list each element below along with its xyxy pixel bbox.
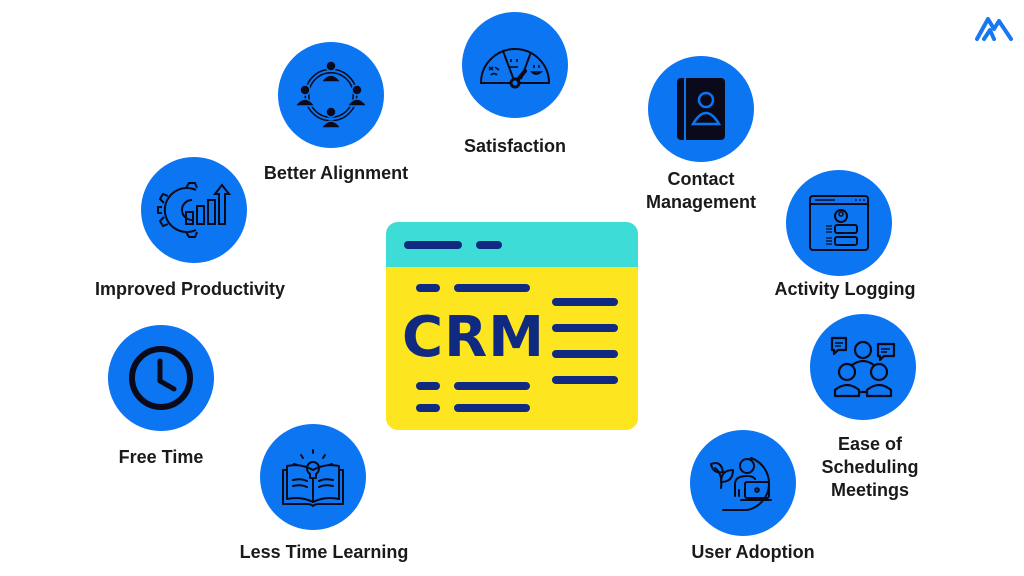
ease-of-scheduling-label: Ease of Scheduling Meetings [805,433,935,502]
mountain-logo-icon [975,17,1013,41]
better-alignment-label: Better Alignment [263,163,409,183]
better-alignment-circle [278,42,384,148]
text-line [416,284,440,292]
text-line [454,404,530,412]
contact-management-circle [648,56,754,162]
meeting-chat-icon [830,336,896,398]
text-line [552,324,618,332]
text-line [552,376,618,384]
activity-logging-circle [786,170,892,276]
header-line [476,241,502,249]
crm-title: CRM [402,305,545,370]
label-line: Ease of [837,434,903,454]
team-network-icon [294,60,368,129]
activity-logging-label: Activity Logging [774,279,916,299]
free-time-label: Free Time [118,447,204,467]
less-time-learning-circle [260,424,366,530]
free-time-circle [108,325,214,431]
label-line: Meetings [830,480,909,500]
brand-logo [974,12,1014,47]
text-line [416,404,440,412]
satisfaction-circle [462,12,568,118]
header-line [404,241,462,249]
text-line [454,284,530,292]
improved-productivity-label: Improved Productivity [94,279,286,299]
satisfaction-label: Satisfaction [463,136,567,156]
open-book-lightbulb-icon [282,449,344,507]
text-line [416,382,440,390]
improved-productivity-circle [141,157,247,263]
crm-window-illustration [386,222,638,430]
text-line [552,350,618,358]
contact-book-icon [677,78,725,140]
text-line [552,298,618,306]
gear-growth-chart-icon [157,182,232,238]
ease-of-scheduling-circle [810,314,916,420]
label-line: Management [645,192,757,212]
browser-profile-form-icon [809,195,869,251]
gauge-meter-icon [479,48,551,89]
text-line [454,382,530,390]
label-line: Scheduling [821,457,919,477]
clock-icon [129,346,193,410]
label-line: Contact [667,169,735,189]
contact-management-label: Contact Management [630,168,772,214]
user-adoption-label: User Adoption [691,542,815,562]
user-laptop-leaf-icon [710,457,772,511]
less-time-learning-label: Less Time Learning [239,542,409,562]
user-adoption-circle [690,430,796,536]
